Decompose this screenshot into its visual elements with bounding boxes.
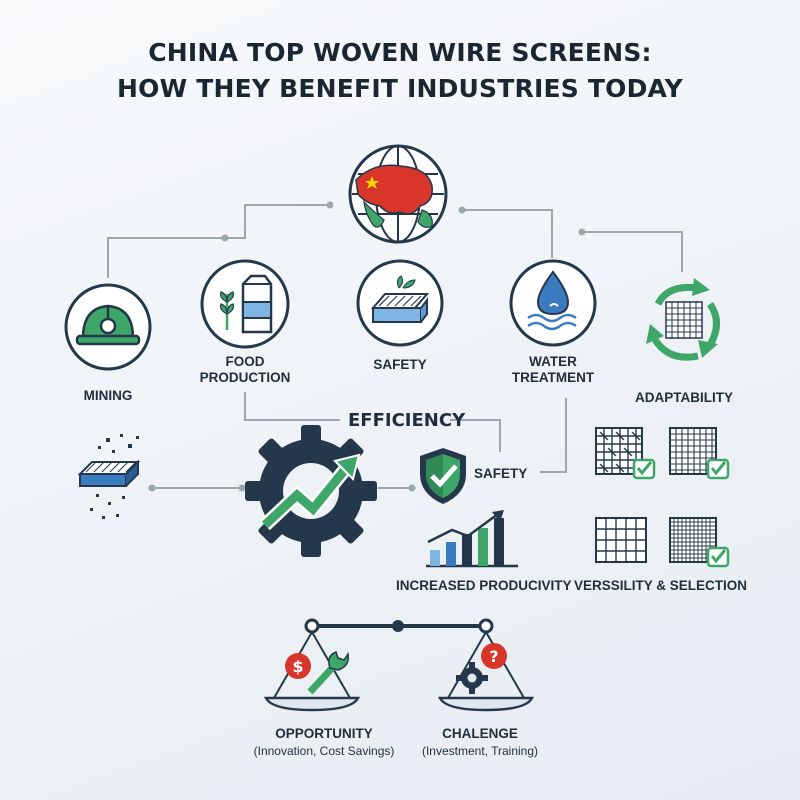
safety-middle-label: SAFETY [474, 466, 528, 481]
screen-particles-icon [76, 432, 156, 527]
gear-question-icon: ? [454, 640, 514, 701]
adaptability-label: ADAPTABILITY [635, 390, 733, 405]
woven-mesh-icon-3 [594, 516, 658, 577]
water-drop-icon [509, 259, 597, 347]
water-treatment-node [508, 258, 598, 353]
shield-check-icon [416, 446, 470, 511]
mining-label: MINING [83, 388, 133, 403]
versatility-label: VERSSILITY & SELECTION [574, 578, 748, 593]
safety-node [355, 258, 445, 353]
recycle-arrows-icon [646, 278, 720, 361]
productivity-label: INCREASED PRODUCIVITY [396, 578, 572, 593]
water-treatment-label-1: WATER [529, 354, 577, 369]
svg-text:$: $ [292, 657, 303, 676]
gear-growth-icon [243, 423, 379, 564]
challenge-title: CHALENGE [442, 726, 518, 741]
food-production-label-1: FOOD [225, 354, 265, 369]
mining-node [63, 282, 153, 377]
opportunity-title: OPPORTUNITY [275, 726, 373, 741]
hard-hat-icon [64, 283, 152, 371]
bar-chart-icon [424, 508, 520, 575]
opportunity-detail: (Innovation, Cost Savings) [253, 744, 395, 758]
screen-tray-icon [356, 259, 444, 347]
globe-icon [344, 140, 452, 253]
woven-mesh-icon-4 [668, 516, 732, 577]
page-title-line-1: CHINA TOP WOVEN WIRE SCREENS: [148, 38, 652, 67]
woven-mesh-icon-2 [668, 426, 732, 487]
woven-mesh-icon-1 [594, 426, 658, 487]
safety-top-label: SAFETY [373, 357, 427, 372]
challenge-detail: (Investment, Training) [421, 744, 539, 758]
dollar-wrench-icon: $ [280, 646, 350, 701]
food-carton-icon [200, 259, 290, 349]
adaptability-node [638, 274, 730, 371]
efficiency-label: EFFICIENCY [348, 410, 466, 431]
svg-text:?: ? [489, 647, 498, 666]
food-production-label-2: PRODUCTION [199, 370, 291, 385]
page-title-line-2: HOW THEY BENEFIT INDUSTRIES TODAY [117, 74, 683, 103]
food-production-node [199, 258, 291, 355]
water-treatment-label-2: TREATMENT [511, 370, 595, 385]
